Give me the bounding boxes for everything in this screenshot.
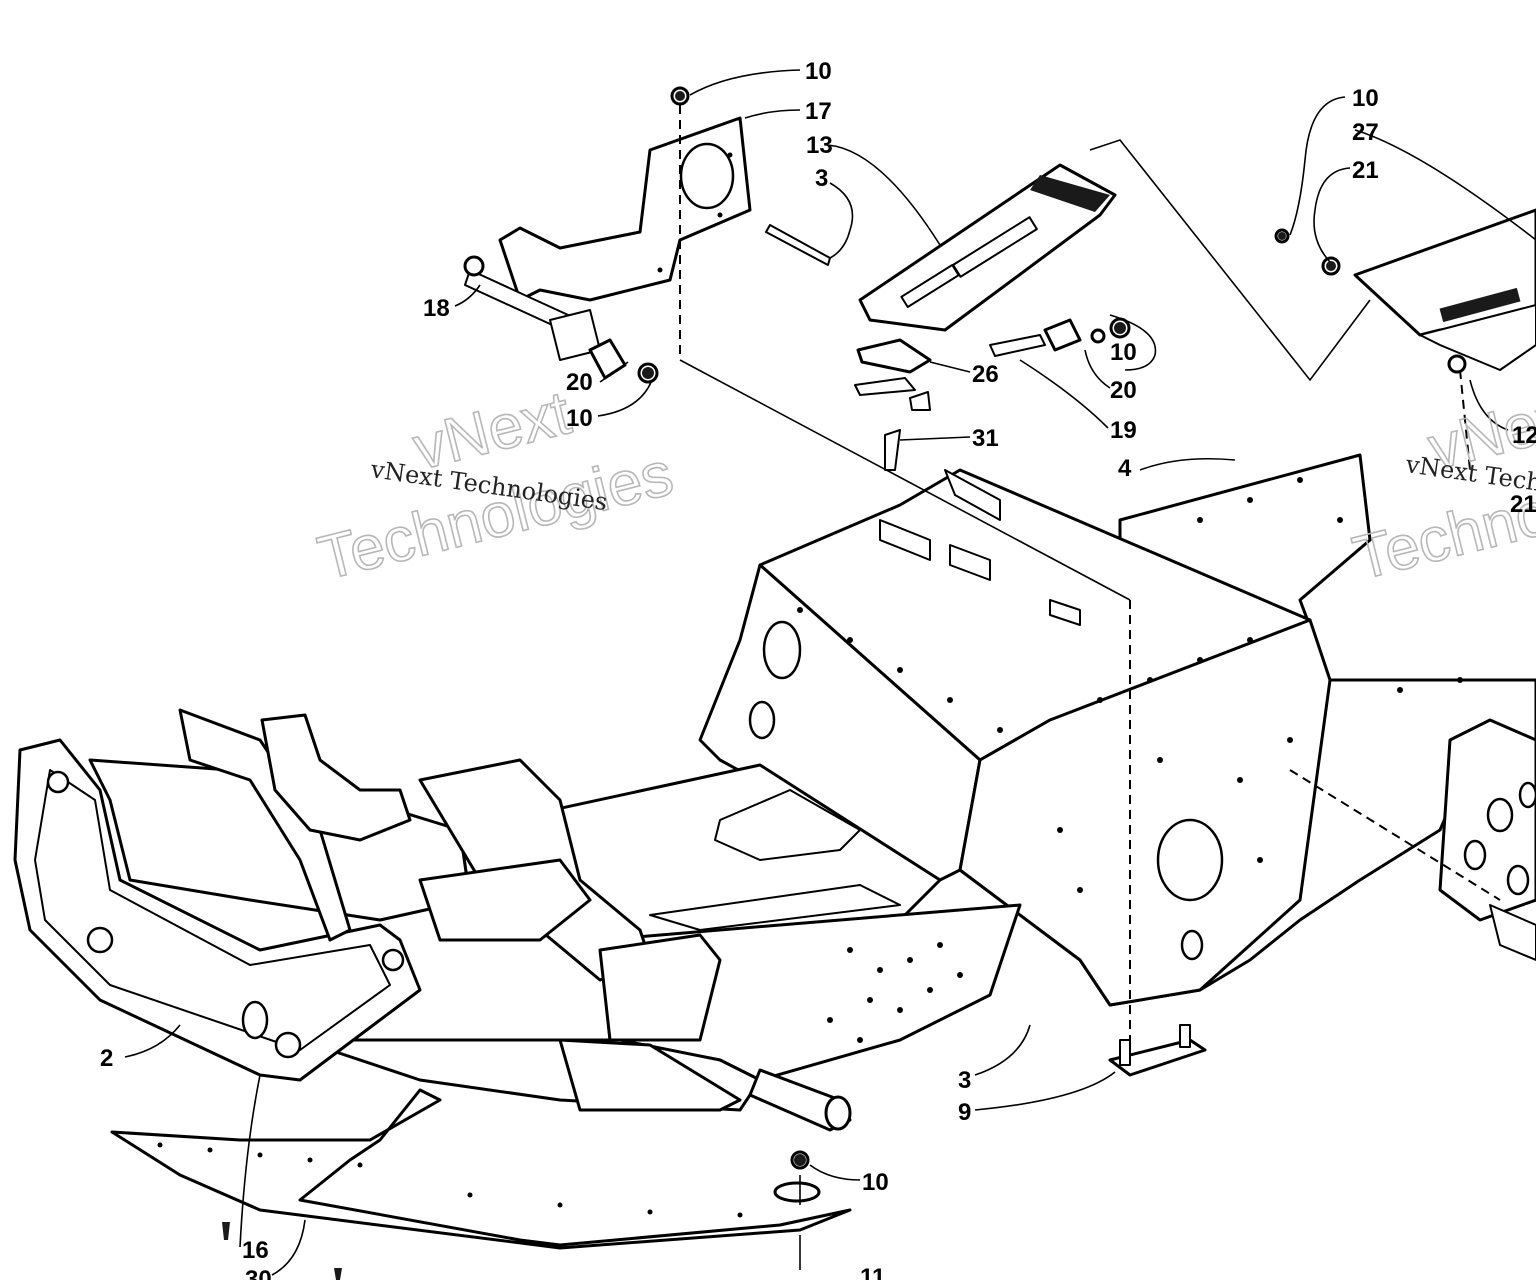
- callout-10: 10: [1352, 85, 1379, 112]
- callout-30: 30: [245, 1266, 272, 1280]
- callout-17: 17: [805, 98, 832, 125]
- watermark-left: vNext Technologies vNext Technologies: [311, 377, 680, 594]
- callout-21: 21: [1352, 157, 1379, 184]
- callout-3: 3: [815, 165, 828, 192]
- console-panel-27: [1274, 208, 1536, 374]
- callout-20: 20: [566, 369, 593, 396]
- callout-10: 10: [1110, 339, 1137, 366]
- chassis-frame: [298, 453, 1536, 1112]
- callout-21: 21: [1510, 491, 1536, 518]
- right-side-bracket: [1438, 718, 1536, 961]
- callout-26: 26: [972, 361, 999, 388]
- callout-13: 13: [806, 132, 833, 159]
- callout-18: 18: [423, 295, 450, 322]
- callout-31: 31: [972, 425, 999, 452]
- callout-4: 4: [1118, 455, 1132, 482]
- leader-lines: [124, 69, 1536, 1276]
- front-bumper: [13, 738, 422, 1082]
- step-bracket-13: [854, 163, 1131, 471]
- callout-12: 12: [1512, 422, 1536, 449]
- callout-9: 9: [958, 1099, 971, 1126]
- callout-27: 27: [1352, 119, 1379, 146]
- assembly-axes: [679, 105, 1501, 1040]
- callout-20: 20: [1110, 377, 1137, 404]
- callout-10: 10: [566, 405, 593, 432]
- callout-16: 16: [242, 1237, 269, 1264]
- callout-10: 10: [862, 1169, 889, 1196]
- frame-rivets: [797, 477, 1463, 1043]
- callout-labels: 10 17 13 3 18 20 10 26 31 10 20 19 4 10 …: [100, 58, 1536, 1280]
- bottom-hardware: [222, 1150, 821, 1280]
- front-suspension-assembly: [88, 708, 852, 1132]
- frame-holes: [748, 620, 1224, 961]
- callout-19: 19: [1110, 417, 1137, 444]
- mount-bracket-9: [1108, 1024, 1207, 1077]
- callout-10: 10: [805, 58, 832, 85]
- watermark-right: vNext Technologies vNext Technologies: [1346, 377, 1536, 594]
- callout-11: 11: [860, 1264, 885, 1280]
- callout-3: 3: [958, 1067, 971, 1094]
- skid-plate: [110, 1088, 852, 1250]
- callout-2: 2: [100, 1045, 113, 1072]
- upper-left-bracket-17: [463, 86, 831, 384]
